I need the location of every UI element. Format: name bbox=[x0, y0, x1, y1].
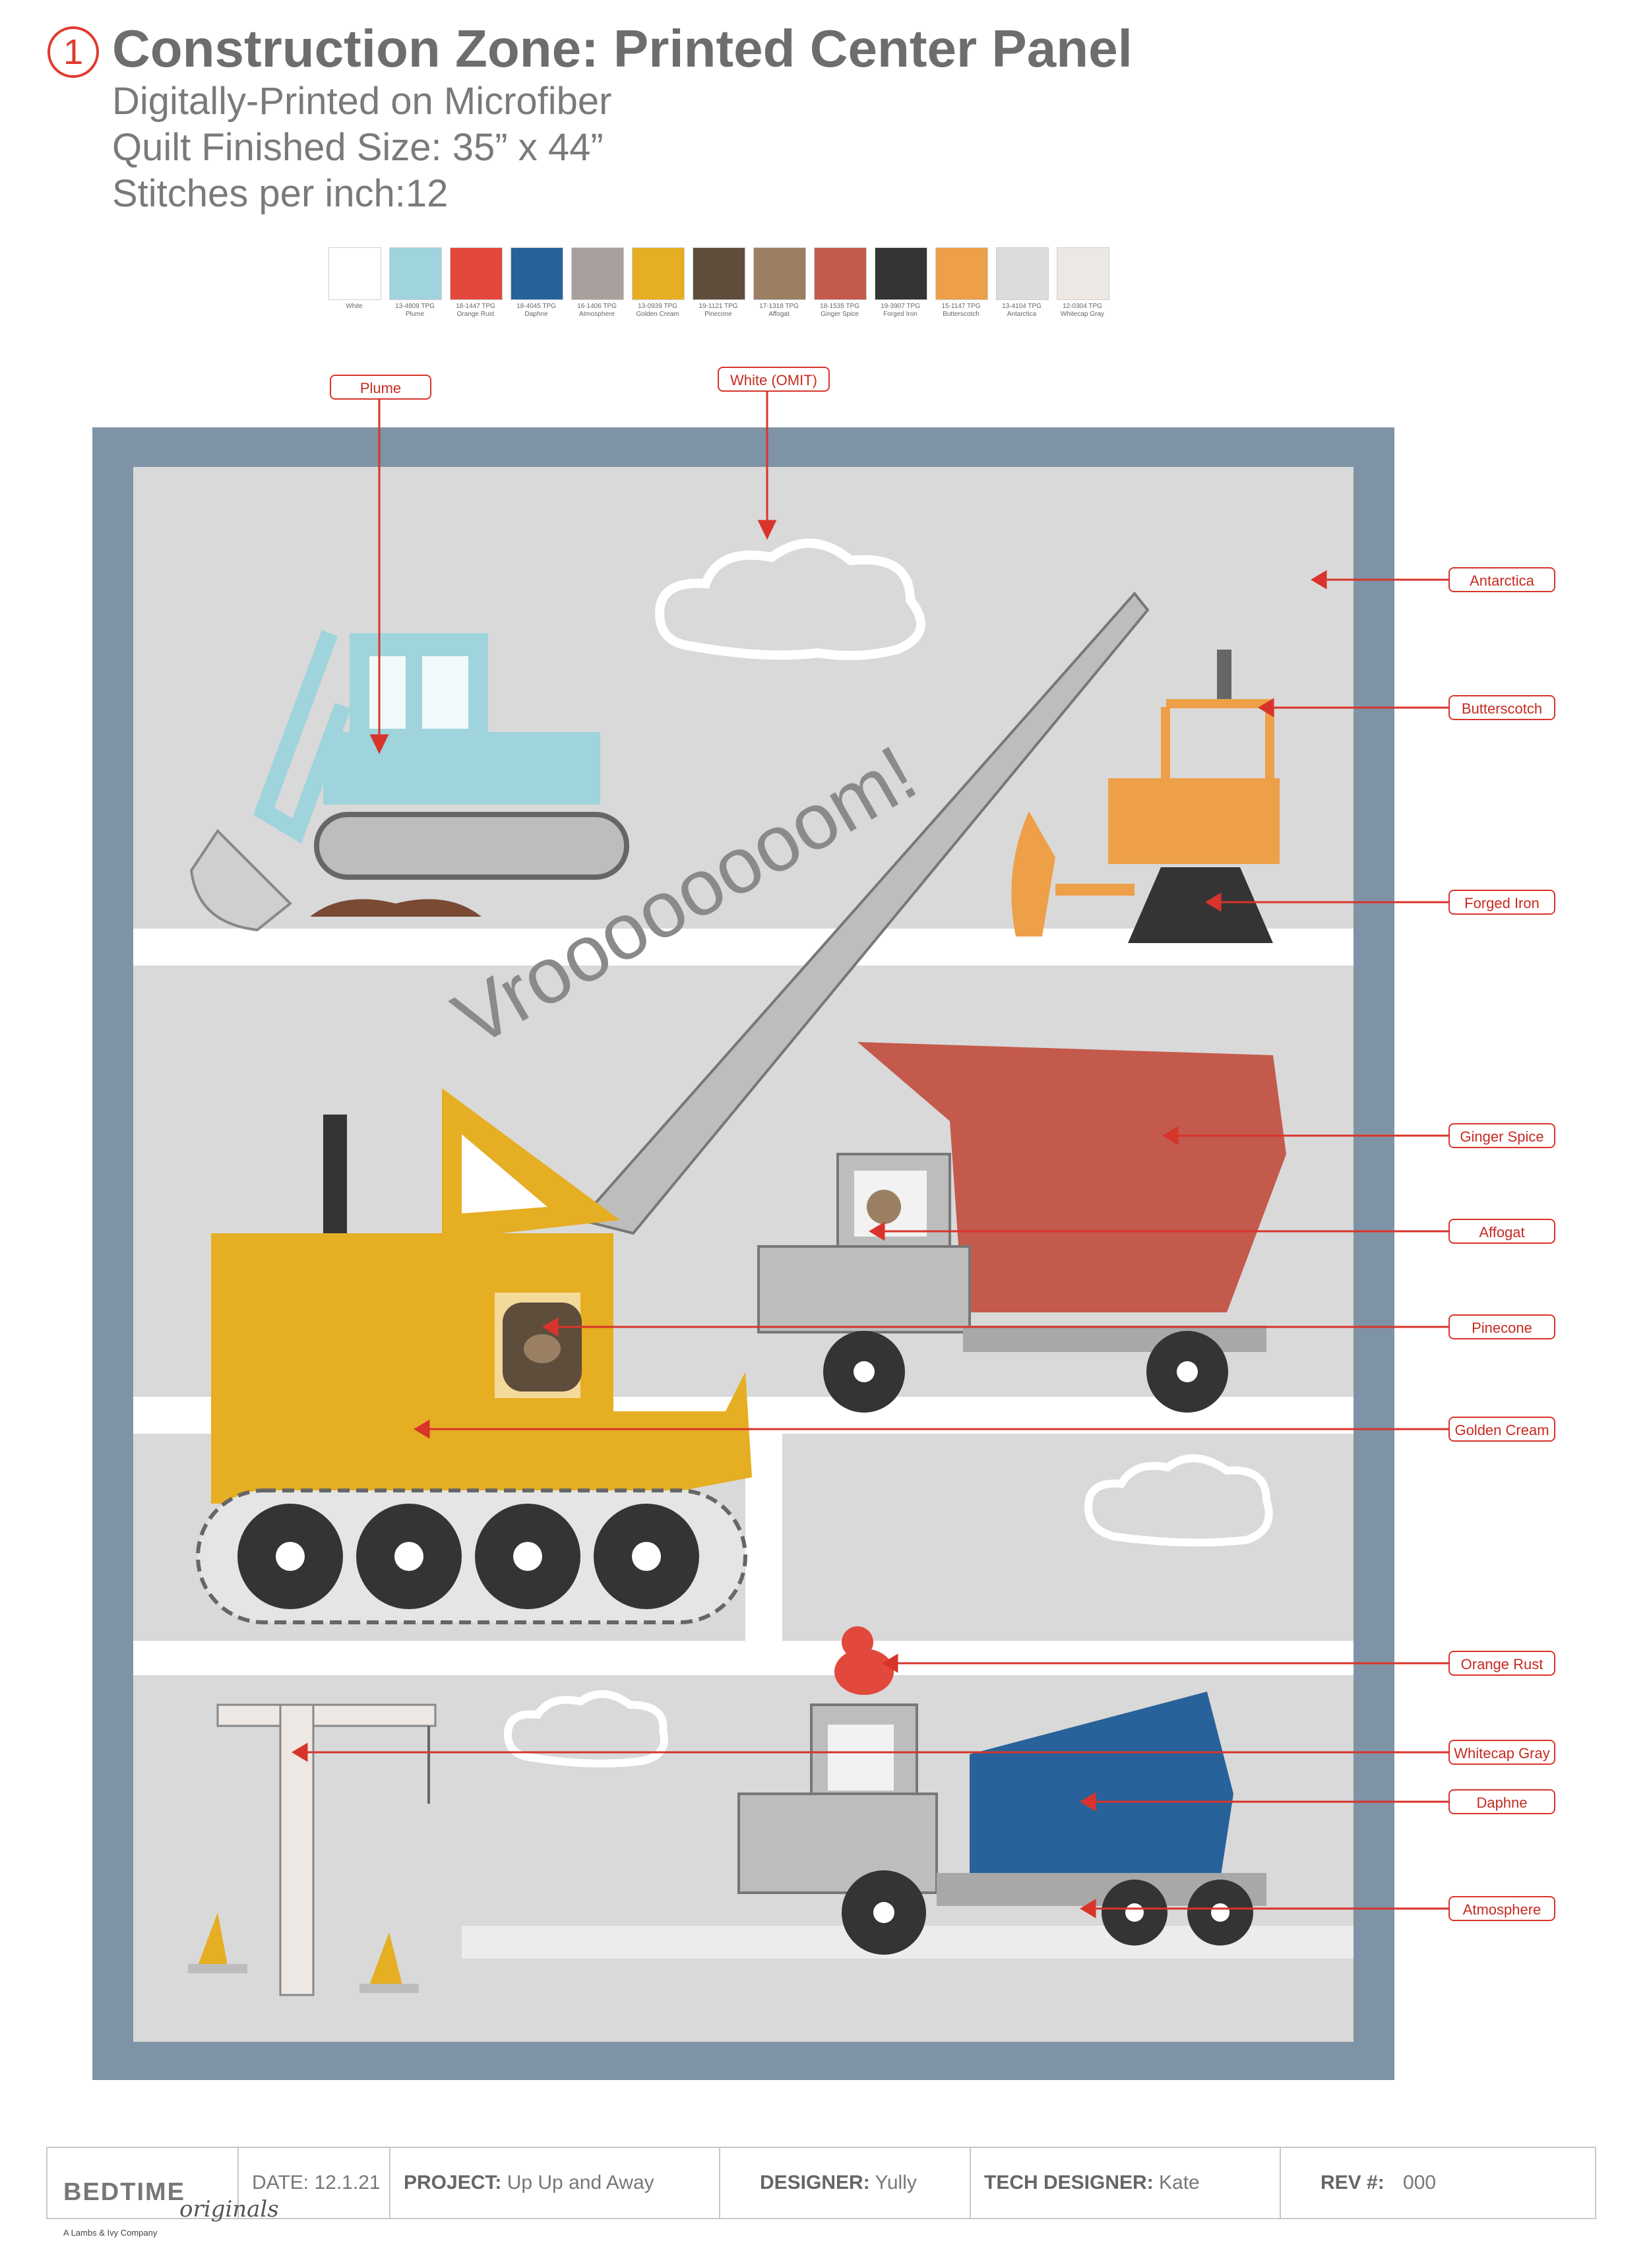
revision-cell: REV #: 000 bbox=[1281, 2148, 1595, 2218]
callout-affogat: Affogat bbox=[1448, 1219, 1555, 1244]
bulldozer-illustration bbox=[1011, 650, 1280, 943]
swatch-label: White bbox=[346, 303, 363, 310]
panel-illustration: Vroooooooom! bbox=[92, 392, 1448, 2080]
callout-pinecone: Pinecone bbox=[1448, 1314, 1555, 1339]
swatch-label: 13-4809 TPG Plume bbox=[395, 303, 435, 318]
tower-crane-illustration bbox=[188, 1703, 437, 1996]
callout-orange-rust: Orange Rust bbox=[1448, 1651, 1555, 1676]
fabric-line: Digitally-Printed on Microfiber bbox=[112, 80, 612, 123]
cement-mixer-illustration bbox=[737, 1692, 1266, 1955]
project-value: Up Up and Away bbox=[507, 2172, 654, 2193]
revision-value: 000 bbox=[1403, 2172, 1437, 2193]
cloud-bottom bbox=[503, 1690, 668, 1767]
callout-atmosphere: Atmosphere bbox=[1448, 1896, 1555, 1921]
title-block-footer: BEDTIME originals A Lambs & Ivy Company … bbox=[46, 2147, 1596, 2238]
tech-designer-label: TECH DESIGNER: bbox=[984, 2172, 1154, 2193]
callout-daphne: Daphne bbox=[1448, 1789, 1555, 1814]
brand-logo: BEDTIME originals A Lambs & Ivy Company bbox=[47, 2148, 279, 2238]
size-line: Quilt Finished Size: 35” x 44” bbox=[112, 126, 604, 169]
date-label: DATE: bbox=[252, 2172, 309, 2193]
callout-whitecap-gray: Whitecap Gray bbox=[1448, 1740, 1555, 1765]
project-cell: PROJECT: Up Up and Away bbox=[390, 2148, 720, 2218]
dump-truck-illustration bbox=[757, 1042, 1286, 1413]
swatch-label: 17-1318 TPG Affogat bbox=[759, 303, 799, 318]
brand-tagline: A Lambs & Ivy Company bbox=[63, 2228, 158, 2238]
callout-leaders bbox=[292, 392, 1448, 1918]
swatch-forged-iron bbox=[875, 247, 927, 300]
swatch-antarctica bbox=[996, 247, 1049, 300]
callout-ginger-spice: Ginger Spice bbox=[1448, 1123, 1555, 1148]
road-bottom bbox=[133, 1641, 1353, 1675]
callout-plume: Plume bbox=[330, 375, 431, 400]
tech-designer-cell: TECH DESIGNER: Kate bbox=[971, 2148, 1281, 2218]
swatch-label: 13-4104 TPG Antarctica bbox=[1002, 303, 1042, 318]
swatch-label: 15-1147 TPG Butterscotch bbox=[941, 303, 981, 318]
brand-wordmark: BEDTIME bbox=[63, 2178, 185, 2206]
excavator-illustration bbox=[189, 630, 629, 932]
designer-value: Yully bbox=[875, 2172, 917, 2193]
callout-forged-iron: Forged Iron bbox=[1448, 890, 1555, 915]
swatch-label: 18-4045 TPG Daphne bbox=[516, 303, 556, 318]
swatch-orange-rust bbox=[450, 247, 503, 300]
swatch-label: 19-3907 TPG Forged Iron bbox=[881, 303, 920, 318]
designer-cell: DESIGNER: Yully bbox=[720, 2148, 971, 2218]
step-number-badge: 1 bbox=[47, 26, 99, 78]
swatch-white bbox=[328, 247, 381, 300]
swatch-label: 18-1447 TPG Orange Rust bbox=[456, 303, 495, 318]
swatch-label: 19-1121 TPG Pinecone bbox=[699, 303, 738, 318]
swatch-plume bbox=[389, 247, 442, 300]
date-value: 12.1.21 bbox=[314, 2172, 381, 2193]
swatch-affogat bbox=[753, 247, 806, 300]
stitch-line: Stitches per inch:12 bbox=[112, 172, 449, 215]
swatch-label: 12-0304 TPG Whitecap Gray bbox=[1060, 303, 1105, 318]
cloud-right bbox=[1084, 1454, 1273, 1547]
spec-header: 1 Construction Zone: Printed Center Pane… bbox=[0, 0, 1649, 237]
tech-designer-value: Kate bbox=[1159, 2172, 1200, 2193]
swatch-whitecap-gray bbox=[1057, 247, 1109, 300]
swatch-ginger-spice bbox=[814, 247, 867, 300]
swatch-pinecone bbox=[693, 247, 745, 300]
road-vertical bbox=[745, 1434, 782, 1651]
swatch-label: 18-1535 TPG Ginger Spice bbox=[820, 303, 859, 318]
callout-butterscotch: Butterscotch bbox=[1448, 695, 1555, 720]
swatch-atmosphere bbox=[571, 247, 624, 300]
bear-illustration bbox=[503, 1303, 582, 1392]
brand-script: originals bbox=[179, 2196, 279, 2222]
swatch-daphne bbox=[511, 247, 563, 300]
callout-golden-cream: Golden Cream bbox=[1448, 1417, 1555, 1442]
callout-white-omit: White (OMIT) bbox=[718, 367, 830, 392]
cloud-top bbox=[654, 538, 925, 660]
project-label: PROJECT: bbox=[404, 2172, 502, 2193]
center-panel-artwork: Vroooooooom! bbox=[0, 343, 1649, 2150]
swatch-butterscotch bbox=[935, 247, 988, 300]
swatch-label: 13-0939 TPG Golden Cream bbox=[636, 303, 679, 318]
revision-label: REV #: bbox=[1321, 2172, 1385, 2193]
date-cell: DATE: 12.1.21 bbox=[239, 2148, 390, 2218]
swatch-label: 16-1406 TPG Atmosphere bbox=[577, 303, 617, 318]
page-title: Construction Zone: Printed Center Panel bbox=[112, 19, 1133, 78]
bird-illustration bbox=[834, 1626, 894, 1695]
designer-label: DESIGNER: bbox=[760, 2172, 870, 2193]
callout-antarctica: Antarctica bbox=[1448, 567, 1555, 592]
swatch-golden-cream bbox=[632, 247, 685, 300]
